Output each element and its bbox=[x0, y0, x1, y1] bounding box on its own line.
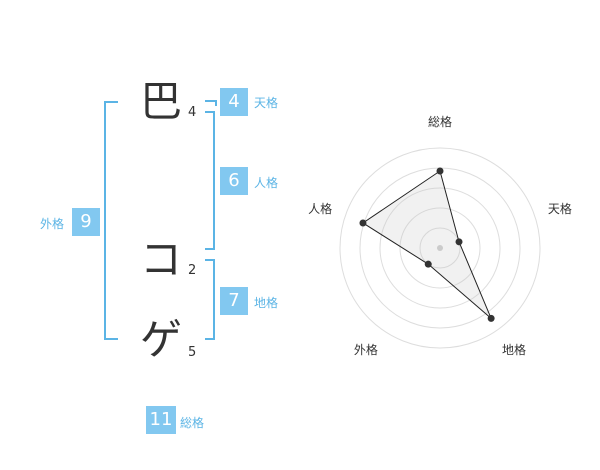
chikaku-label: 地格 bbox=[254, 296, 279, 310]
radar-axis-label-1: 総格 bbox=[428, 114, 452, 129]
radar-grid-ring bbox=[419, 227, 461, 269]
tenkaku-label: 天格 bbox=[254, 96, 279, 110]
chikaku-bracket-top bbox=[205, 259, 215, 261]
name-char-1: 巴 bbox=[139, 77, 182, 126]
tenkaku-bracket-line bbox=[205, 100, 217, 102]
radar-axis-label-5: 人格 bbox=[308, 201, 332, 216]
jinkaku-bracket-vertical bbox=[213, 111, 215, 250]
gaikaku-label: 外格 bbox=[40, 217, 65, 231]
radar-point-1 bbox=[436, 167, 444, 175]
tenkaku-badge: 4 bbox=[220, 88, 248, 116]
radar-point-2 bbox=[455, 238, 463, 246]
chikaku-bracket-bottom bbox=[205, 338, 215, 340]
gaikaku-bracket-top bbox=[104, 101, 118, 103]
radar-series-area bbox=[362, 170, 492, 319]
gaikaku-bracket-vertical bbox=[104, 101, 106, 340]
radar-grid-ring bbox=[339, 147, 541, 349]
gaikaku-badge: 9 bbox=[72, 208, 100, 236]
stroke-count-2: 2 bbox=[188, 263, 197, 278]
radar-axis-label-2: 天格 bbox=[548, 201, 572, 216]
radar-point-3 bbox=[487, 314, 495, 322]
jinkaku-bracket-bottom bbox=[205, 248, 215, 250]
jinkaku-bracket-top bbox=[205, 111, 215, 113]
name-char-2: コ bbox=[139, 235, 182, 284]
radar-grid-ring bbox=[379, 187, 501, 309]
radar-point-5 bbox=[359, 219, 367, 227]
stroke-count-3: 5 bbox=[188, 345, 197, 360]
soukaku-label: 総格 bbox=[180, 416, 205, 430]
radar-center bbox=[437, 245, 443, 251]
stroke-count-1: 4 bbox=[188, 105, 197, 120]
radar-axis-label-3: 地格 bbox=[502, 342, 526, 357]
chikaku-bracket-vertical bbox=[213, 259, 215, 340]
jinkaku-label: 人格 bbox=[254, 176, 279, 190]
radar-axis-label-4: 外格 bbox=[354, 342, 378, 357]
radar-grid-ring bbox=[399, 207, 481, 289]
chikaku-badge: 7 bbox=[220, 287, 248, 315]
soukaku-badge: 11 bbox=[146, 406, 176, 434]
name-char-3: ゲ bbox=[139, 315, 182, 364]
jinkaku-badge: 6 bbox=[220, 167, 248, 195]
gaikaku-bracket-bottom bbox=[104, 338, 118, 340]
tenkaku-bracket-tick bbox=[215, 100, 217, 106]
radar-point-4 bbox=[424, 260, 432, 268]
